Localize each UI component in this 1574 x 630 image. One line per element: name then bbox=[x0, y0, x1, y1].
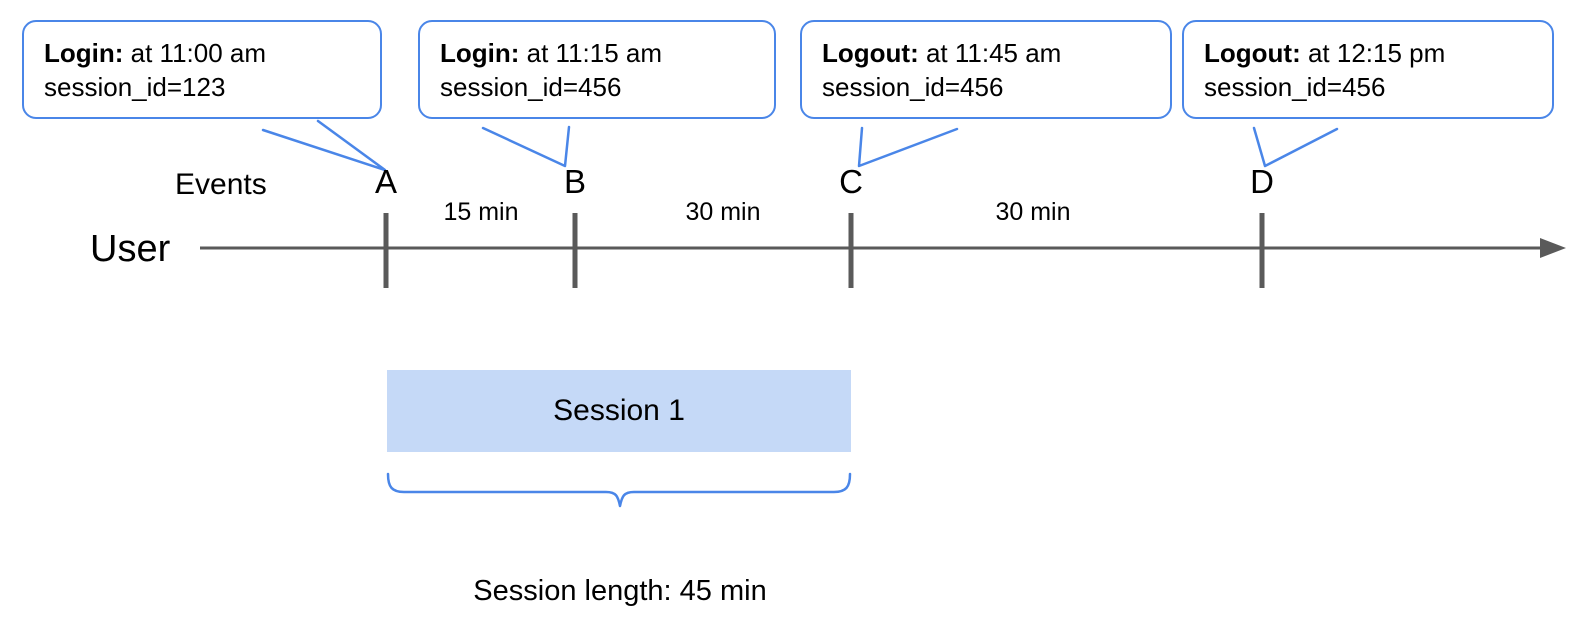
callout-d-session-id: session_id=456 bbox=[1204, 72, 1386, 103]
row-label-user: User bbox=[90, 228, 171, 270]
marker-label-c: C bbox=[839, 163, 863, 200]
callout-tail-a bbox=[261, 119, 387, 172]
callout-logout-c[interactable]: Logout: at 11:45 am session_id=456 bbox=[800, 20, 1172, 119]
timeline-arrowhead bbox=[1540, 238, 1566, 258]
callout-tail-b bbox=[481, 125, 571, 168]
callout-b-detail: at 11:15 am bbox=[519, 38, 663, 68]
row-label-events: Events bbox=[175, 168, 267, 201]
callout-c-kind: Logout: bbox=[822, 38, 919, 68]
interval-label-ab: 15 min bbox=[443, 198, 519, 226]
callout-c-detail: at 11:45 am bbox=[918, 38, 1062, 68]
callout-d-detail: at 12:15 pm bbox=[1300, 38, 1446, 68]
session-bar[interactable]: Session 1 bbox=[387, 370, 851, 452]
callout-tail-d bbox=[1252, 126, 1339, 168]
callout-b-kind: Login: bbox=[440, 38, 520, 68]
callout-b-session-id: session_id=456 bbox=[440, 72, 622, 103]
callout-a-kind: Login: bbox=[44, 38, 124, 68]
callout-d-kind: Logout: bbox=[1204, 38, 1301, 68]
session-bar-label: Session 1 bbox=[553, 394, 685, 427]
callout-tail-c bbox=[857, 126, 959, 168]
callout-login-b[interactable]: Login: at 11:15 am session_id=456 bbox=[418, 20, 776, 119]
session-brace bbox=[386, 472, 852, 508]
marker-label-a: A bbox=[374, 163, 398, 200]
marker-label-b: B bbox=[563, 163, 587, 200]
callout-c-session-id: session_id=456 bbox=[822, 72, 1004, 103]
callout-logout-d[interactable]: Logout: at 12:15 pm session_id=456 bbox=[1182, 20, 1554, 119]
callout-a-detail: at 11:00 am bbox=[123, 38, 267, 68]
marker-label-d: D bbox=[1250, 163, 1274, 200]
interval-label-cd: 30 min bbox=[995, 198, 1071, 226]
interval-label-bc: 30 min bbox=[685, 198, 761, 226]
callout-login-a[interactable]: Login: at 11:00 am session_id=123 bbox=[22, 20, 382, 119]
callout-a-session-id: session_id=123 bbox=[44, 72, 226, 103]
session-length-label: Session length: 45 min bbox=[473, 575, 767, 607]
